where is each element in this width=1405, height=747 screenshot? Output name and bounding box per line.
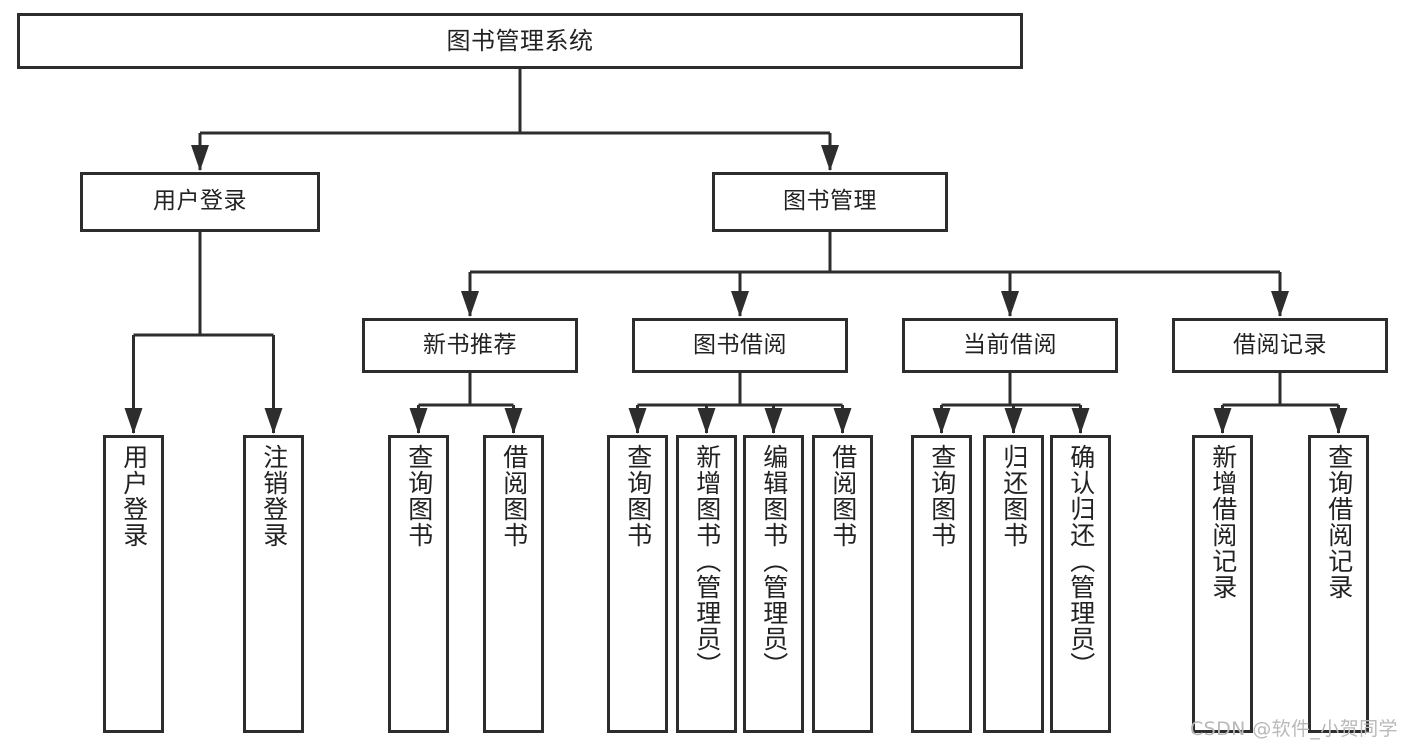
node-current-borrow[interactable]: 当前借阅 (902, 318, 1118, 373)
node-leaf-borrow-1[interactable]: 借阅图书 (483, 435, 544, 733)
node-label-book-manage: 图书管理 (783, 188, 877, 215)
node-leaf-query-1[interactable]: 查询图书 (388, 435, 449, 733)
node-label-leaf-logout: 注销登录 (259, 444, 289, 548)
arrowhead-new-book-rec (461, 291, 479, 317)
node-leaf-query-rec[interactable]: 查询借阅记录 (1308, 435, 1369, 733)
node-borrow-record[interactable]: 借阅记录 (1172, 318, 1388, 373)
node-label-book-borrow: 图书借阅 (693, 331, 787, 358)
arrowhead-leaf-add-book (697, 408, 716, 434)
node-leaf-edit-book[interactable]: 编辑图书（管理员） (743, 435, 804, 733)
node-label-current-borrow: 当前借阅 (963, 331, 1057, 358)
node-label-leaf-user-login: 用户登录 (119, 444, 149, 548)
arrowhead-leaf-edit-book (764, 408, 783, 434)
arrowhead-book-borrow (731, 291, 749, 317)
csdn-watermark: CSDN @软件_小贺同学 (1190, 718, 1398, 740)
node-label-new-book-rec: 新书推荐 (423, 331, 517, 358)
node-book-manage[interactable]: 图书管理 (712, 172, 948, 232)
node-label-leaf-edit-book: 编辑图书（管理员） (759, 444, 789, 678)
node-label-leaf-confirm: 确认归还（管理员） (1066, 444, 1096, 678)
arrowhead-user-login (191, 145, 209, 171)
arrowhead-leaf-confirm (1071, 408, 1090, 434)
node-root[interactable]: 图书管理系统 (17, 13, 1023, 69)
node-user-login[interactable]: 用户登录 (80, 172, 320, 232)
node-label-leaf-query-rec: 查询借阅记录 (1324, 444, 1354, 600)
arrowhead-borrow-record (1271, 291, 1289, 317)
node-leaf-query-2[interactable]: 查询图书 (607, 435, 668, 733)
node-leaf-logout[interactable]: 注销登录 (243, 435, 304, 733)
node-label-root: 图书管理系统 (446, 26, 594, 55)
arrowhead-leaf-borrow-1 (504, 408, 523, 434)
node-new-book-rec[interactable]: 新书推荐 (362, 318, 578, 373)
node-leaf-confirm[interactable]: 确认归还（管理员） (1050, 435, 1111, 733)
node-leaf-add-book[interactable]: 新增图书（管理员） (676, 435, 737, 733)
node-label-leaf-add-book: 新增图书（管理员） (692, 444, 722, 678)
node-leaf-add-rec[interactable]: 新增借阅记录 (1192, 435, 1253, 733)
node-leaf-return[interactable]: 归还图书 (983, 435, 1044, 733)
node-label-leaf-query-1: 查询图书 (404, 444, 434, 548)
arrowhead-leaf-query-3 (932, 408, 951, 434)
node-label-leaf-borrow-1: 借阅图书 (499, 444, 529, 548)
node-leaf-user-login[interactable]: 用户登录 (103, 435, 164, 733)
arrowhead-leaf-query-1 (409, 408, 428, 434)
arrowhead-leaf-return (1004, 408, 1023, 434)
node-label-leaf-return: 归还图书 (999, 444, 1029, 548)
arrowhead-leaf-logout (264, 408, 283, 434)
arrowhead-leaf-query-2 (628, 408, 647, 434)
arrowhead-current-borrow (1001, 291, 1019, 317)
node-label-borrow-record: 借阅记录 (1233, 331, 1327, 358)
node-leaf-query-3[interactable]: 查询图书 (911, 435, 972, 733)
arrowhead-book-manage (821, 145, 839, 171)
node-label-leaf-borrow-2: 借阅图书 (828, 444, 858, 548)
node-label-leaf-query-2: 查询图书 (623, 444, 653, 548)
node-label-user-login: 用户登录 (153, 188, 247, 215)
node-book-borrow[interactable]: 图书借阅 (632, 318, 848, 373)
node-label-leaf-query-3: 查询图书 (927, 444, 957, 548)
arrowhead-leaf-user-login (124, 408, 143, 434)
arrowhead-leaf-add-rec (1213, 408, 1232, 434)
arrowhead-leaf-borrow-2 (833, 408, 852, 434)
node-label-leaf-add-rec: 新增借阅记录 (1208, 444, 1238, 600)
arrowhead-leaf-query-rec (1329, 408, 1348, 434)
node-leaf-borrow-2[interactable]: 借阅图书 (812, 435, 873, 733)
